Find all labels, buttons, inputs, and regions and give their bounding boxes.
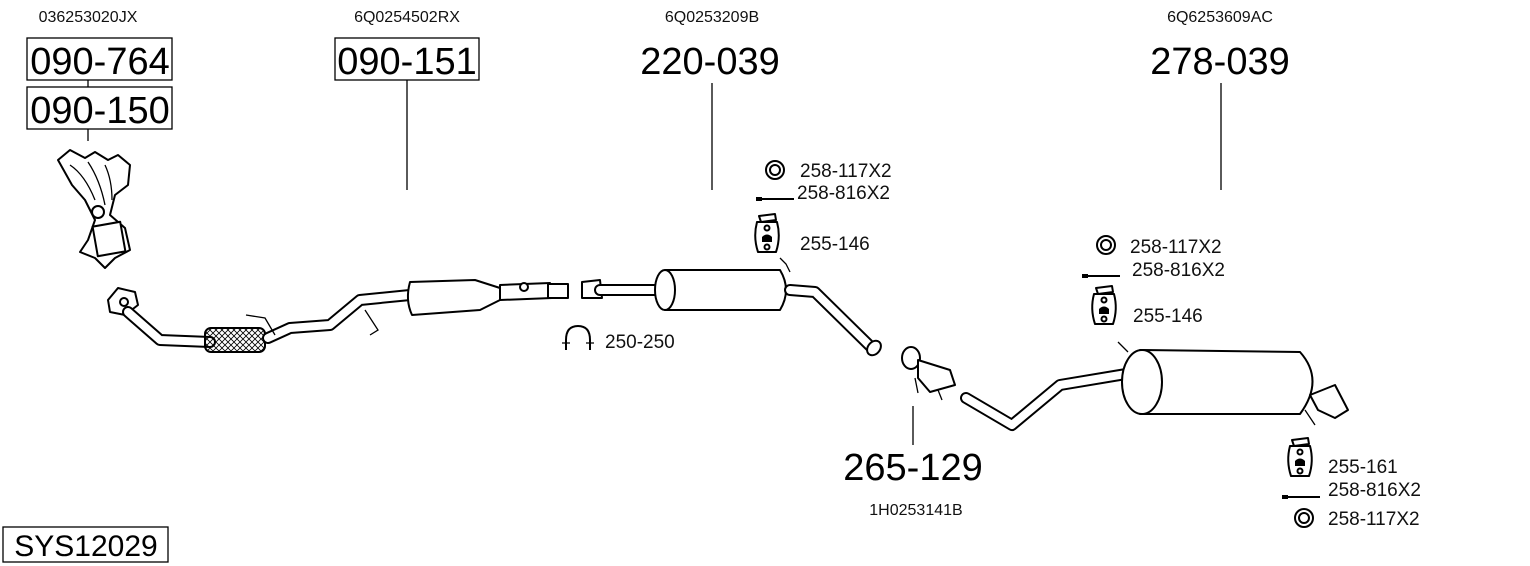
rubber-hanger-icon — [1287, 437, 1313, 477]
part-number: 090-151 — [337, 41, 476, 83]
bolt-icon — [1282, 495, 1320, 499]
clamp-icon — [562, 325, 594, 350]
oe-number: 6Q6253609AC — [1167, 9, 1273, 26]
oe-number: 6Q0254502RX — [354, 9, 460, 26]
part-number[interactable]: 220-039 — [640, 41, 779, 83]
fitting-label[interactable]: 258-117X2 — [800, 161, 892, 182]
rubber-hanger-icon — [754, 213, 780, 253]
exhaust-manifold-catalyst-drawing — [57, 149, 131, 269]
part-number-box[interactable]: 090-151 — [334, 37, 480, 83]
gasket-ring-icon — [1294, 508, 1314, 528]
oe-number: 036253020JX — [39, 9, 138, 26]
oe-number: 1H0253141B — [869, 502, 962, 519]
fitting-label[interactable]: 258-816X2 — [1328, 480, 1421, 501]
part-number-box[interactable]: 090-764 — [26, 37, 173, 83]
middle-silencer-drawing — [581, 257, 882, 357]
fitting-label[interactable]: 255-146 — [800, 234, 870, 255]
fitting-label[interactable]: 258-117X2 — [1328, 509, 1420, 530]
bolt-icon — [756, 197, 794, 201]
front-pipe-catalyst-drawing — [107, 279, 569, 353]
fitting-label[interactable]: 258-117X2 — [1130, 237, 1222, 258]
fitting-label[interactable]: 258-816X2 — [1132, 260, 1225, 281]
rear-silencer-drawing — [960, 341, 1349, 431]
part-number-box[interactable]: 090-150 — [26, 86, 173, 132]
gasket-ring-icon — [1096, 235, 1116, 255]
rubber-hanger-icon — [1091, 285, 1117, 325]
connecting-clamp-drawing — [901, 346, 956, 401]
fitting-label[interactable]: 258-816X2 — [797, 183, 890, 204]
system-id-box: SYS12029 — [2, 526, 169, 563]
fitting-label[interactable]: 250-250 — [605, 332, 675, 353]
part-number[interactable]: 278-039 — [1150, 41, 1289, 83]
part-number[interactable]: 265-129 — [843, 447, 982, 489]
system-id: SYS12029 — [14, 530, 157, 563]
bolt-icon — [1082, 274, 1120, 278]
oe-number: 6Q0253209B — [665, 9, 759, 26]
fitting-label[interactable]: 255-161 — [1328, 457, 1398, 478]
fitting-label[interactable]: 255-146 — [1133, 306, 1203, 327]
gasket-ring-icon — [765, 160, 785, 180]
part-number: 090-150 — [30, 90, 169, 132]
part-number: 090-764 — [30, 41, 169, 83]
